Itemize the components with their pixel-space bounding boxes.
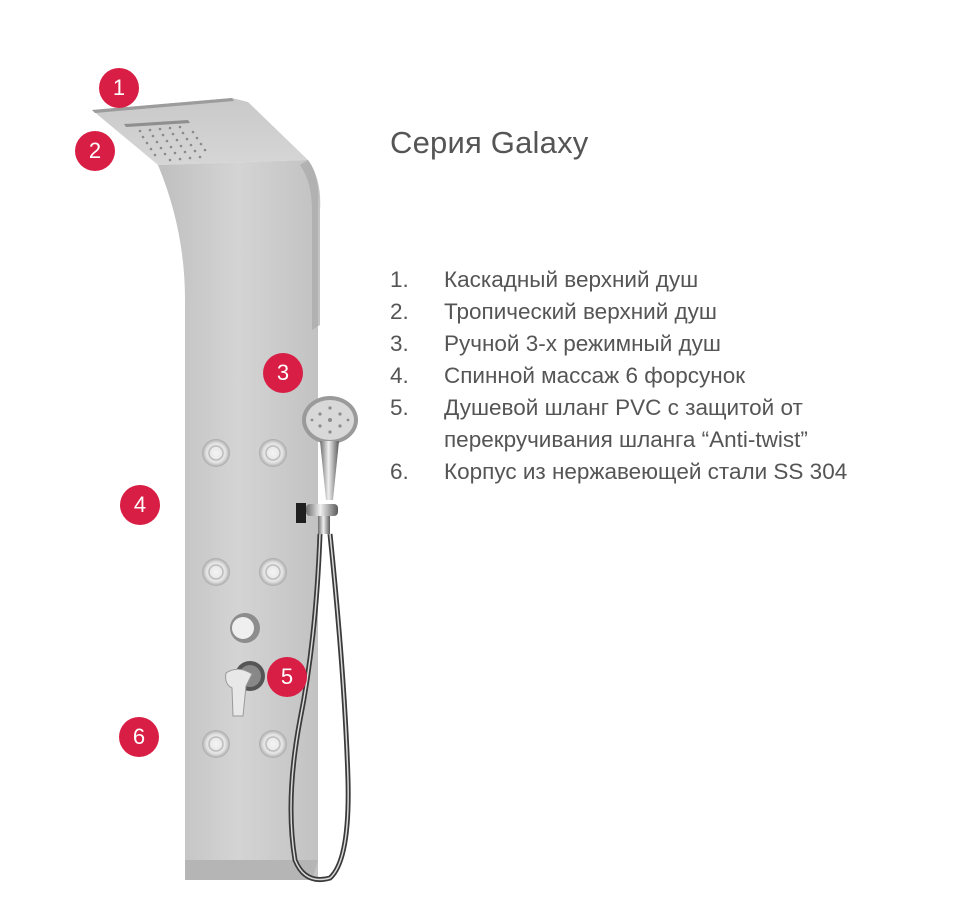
feature-number: 6.: [390, 459, 409, 484]
mixer-lever: [225, 661, 265, 717]
feature-item: 6. Корпус из нержавеющей стали SS 304: [390, 456, 944, 488]
feature-text: Корпус из нержавеющей стали SS 304: [444, 459, 848, 484]
top-shower-head: [92, 98, 321, 880]
feature-list: 1. Каскадный верхний душ 2. Тропический ве…: [390, 264, 944, 488]
feature-text: Спинной массаж 6 форсунок: [444, 363, 746, 388]
feature-item: 4. Спинной массаж 6 форсунок: [390, 360, 944, 392]
feature-text: Каскадный верхний душ: [444, 267, 699, 292]
feature-number: 5.: [390, 395, 409, 420]
shower-hose: [288, 533, 351, 882]
callout-badge-2: 2: [75, 131, 115, 171]
series-title: Серия Galaxy: [390, 125, 589, 160]
feature-text: Душевой шланг PVC с защитой от перекручи…: [444, 395, 808, 452]
feature-item: 1. Каскадный верхний душ: [390, 264, 944, 296]
feature-item: 3. Ручной 3-х режимный душ: [390, 328, 944, 360]
callout-badge-5: 5: [267, 657, 307, 697]
feature-text: Ручной 3-х режимный душ: [444, 331, 721, 356]
feature-number: 3.: [390, 331, 409, 356]
feature-number: 4.: [390, 363, 409, 388]
feature-item: 5. Душевой шланг PVC с защитой от перекру…: [390, 392, 944, 456]
callout-badge-3: 3: [263, 353, 303, 393]
callout-badge-4: 4: [120, 485, 160, 525]
panel-bottom: [185, 860, 318, 880]
massage-nozzles: [202, 439, 287, 758]
feature-number: 1.: [390, 267, 409, 292]
feature-item: 2. Тропический верхний душ: [390, 296, 944, 328]
callout-badge-6: 6: [119, 717, 159, 757]
feature-text: Тропический верхний душ: [444, 299, 717, 324]
callout-badge-1: 1: [99, 68, 139, 108]
hand-shower: [296, 396, 358, 534]
feature-number: 2.: [390, 299, 409, 324]
diverter-knob: [230, 613, 260, 643]
